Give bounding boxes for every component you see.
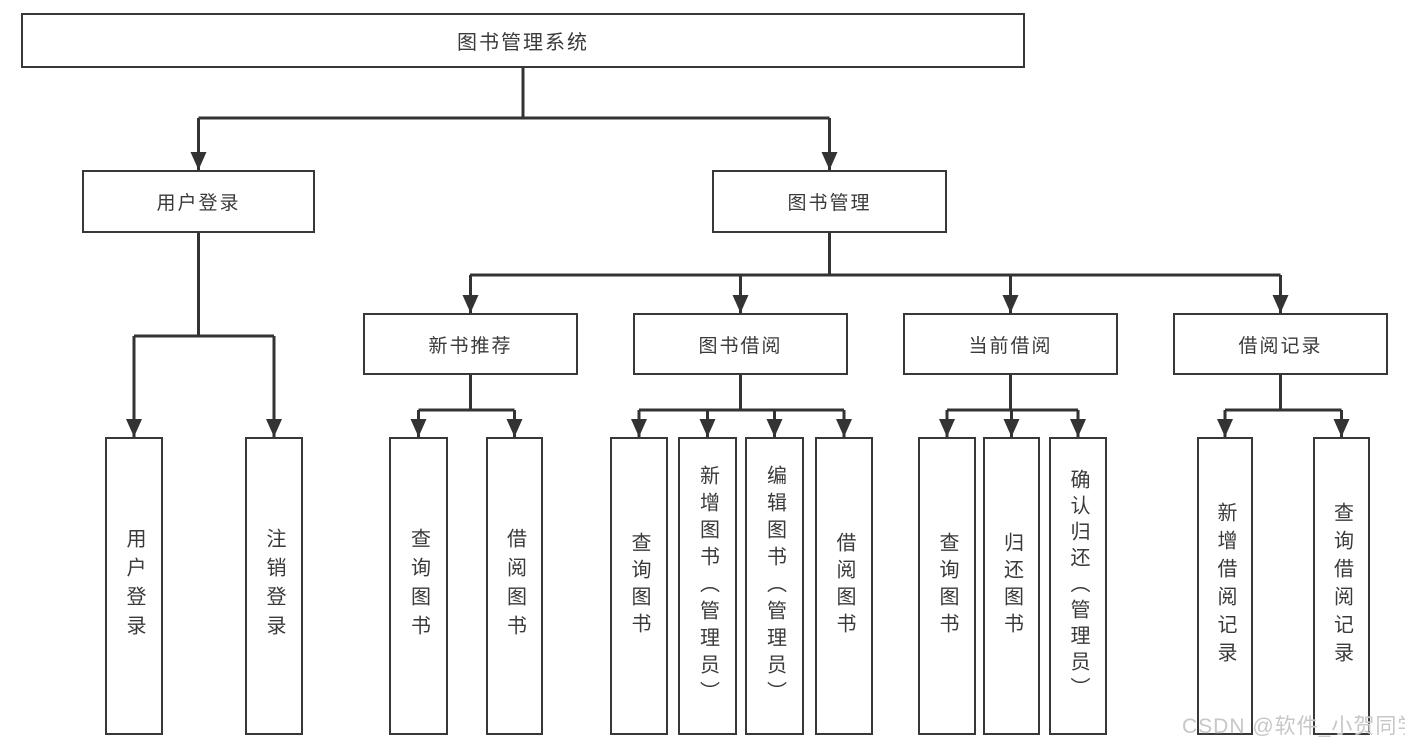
leaf-records-query-record: 查询借阅记录: [1313, 437, 1370, 735]
leaf-current-query-books: 查询图书: [918, 437, 976, 735]
node-borrowing-records: 借阅记录: [1173, 313, 1388, 375]
leaf-borrowing-query-books: 查询图书: [610, 437, 668, 735]
leaf-records-add-record: 新增借阅记录: [1197, 437, 1253, 735]
node-book-management: 图书管理: [712, 170, 947, 233]
leaf-borrowing-borrow-books: 借阅图书: [815, 437, 873, 735]
leaf-current-confirm-return-admin: 确认归还（管理员）: [1049, 437, 1107, 735]
leaf-current-return-books: 归还图书: [983, 437, 1040, 735]
node-user-login: 用户登录: [82, 170, 315, 233]
connector-group: [126, 68, 1350, 437]
leaf-logout: 注销登录: [245, 437, 303, 735]
leaf-borrowing-add-books-admin: 新增图书（管理员）: [678, 437, 737, 735]
node-book-borrowing: 图书借阅: [633, 313, 848, 375]
node-new-book-recommend: 新书推荐: [363, 313, 578, 375]
leaf-newbooks-borrow-books: 借阅图书: [486, 437, 543, 735]
leaf-borrowing-edit-books-admin: 编辑图书（管理员）: [745, 437, 804, 735]
node-root-system: 图书管理系统: [21, 13, 1025, 68]
leaf-newbooks-query-books: 查询图书: [389, 437, 448, 735]
csdn-watermark: CSDN @软件_小贺同学: [1182, 715, 1405, 738]
node-current-borrowing: 当前借阅: [903, 313, 1118, 375]
leaf-user-login: 用户登录: [105, 437, 163, 735]
